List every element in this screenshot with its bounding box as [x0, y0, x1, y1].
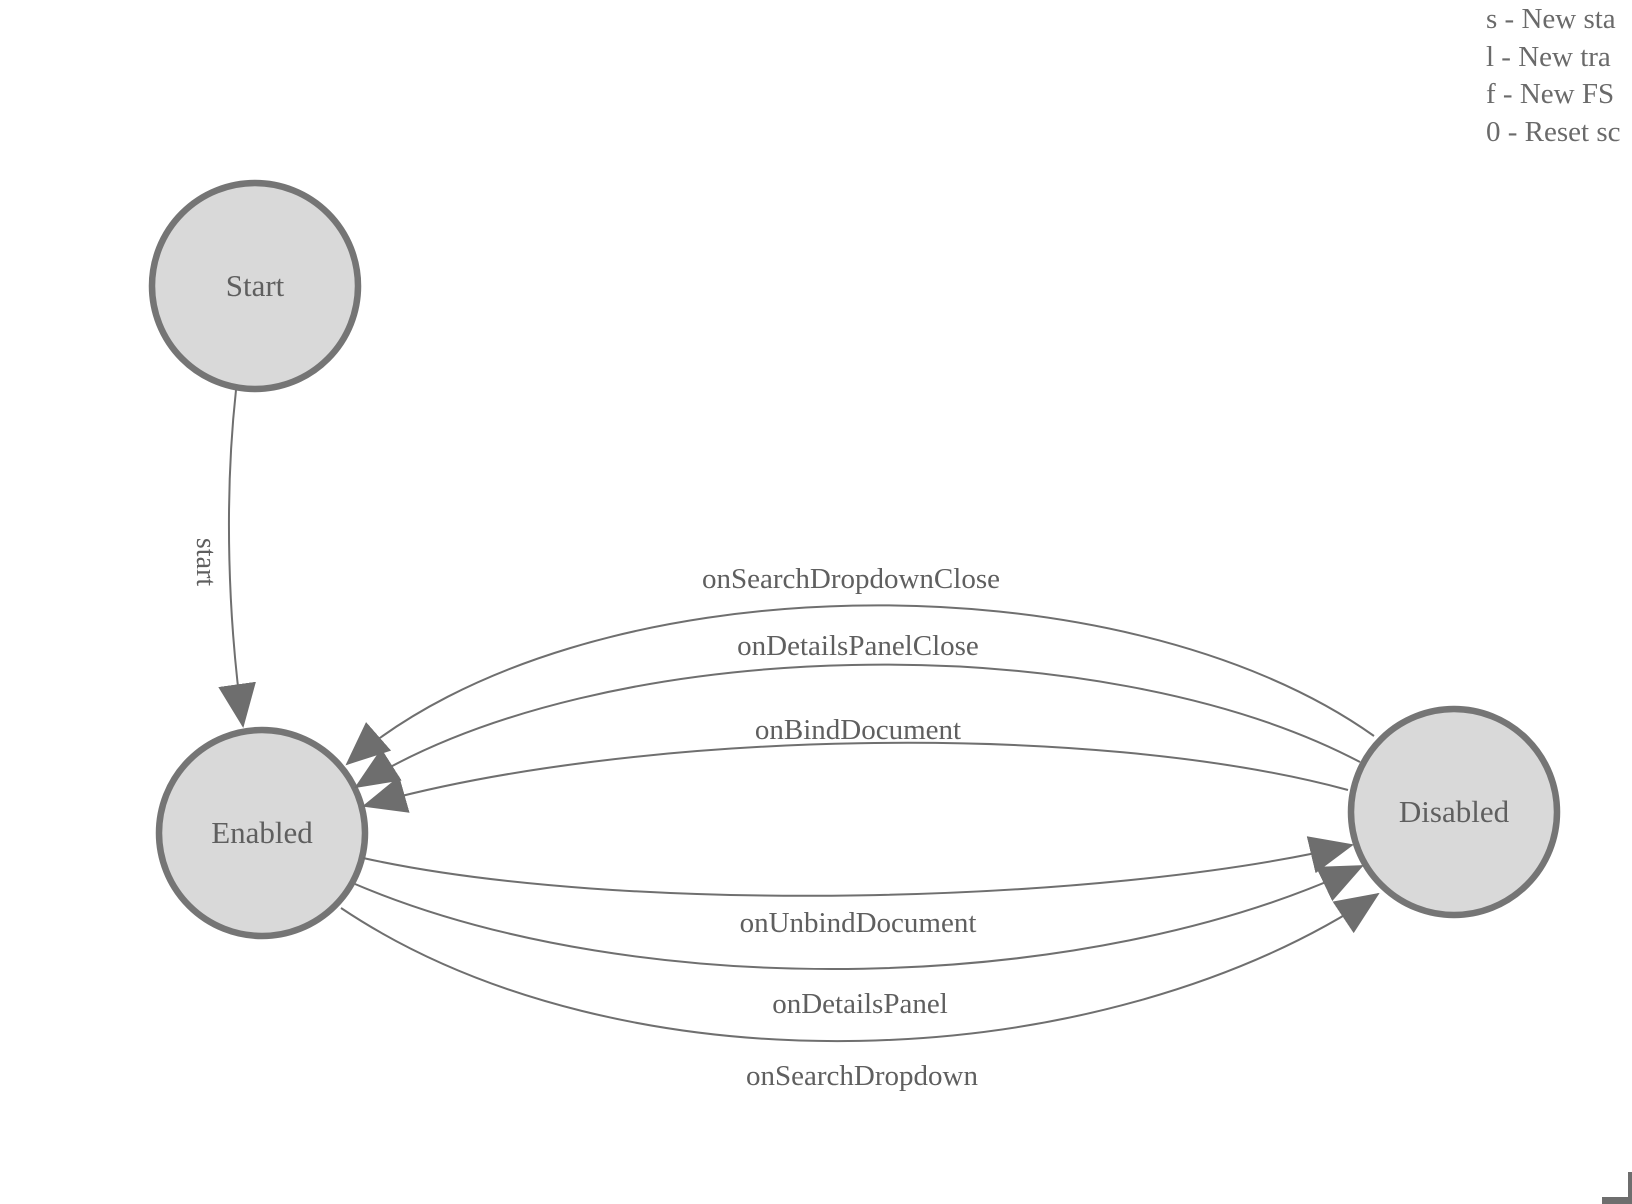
- transition-onSearchDropdown-label: onSearchDropdown: [746, 1060, 978, 1092]
- state-label-enabled: Enabled: [211, 815, 313, 850]
- transition-onDetailsPanelClose-edge[interactable]: [354, 663, 1361, 789]
- transition-onDetailsPanelClose[interactable]: onDetailsPanelClose: [354, 630, 1361, 789]
- transition-onSearchDropdown[interactable]: onSearchDropdown: [340, 892, 1380, 1092]
- shortcut-legend: s - New sta l - New tra f - New FS 0 - R…: [1486, 1, 1621, 151]
- state-circle-enabled[interactable]: [155, 726, 369, 940]
- legend-line-new-fsm: f - New FS: [1486, 78, 1615, 111]
- transition-onSearchDropdown-edge[interactable]: [340, 892, 1380, 1043]
- transition-onBindDocument[interactable]: onBindDocument: [362, 714, 1349, 813]
- transition-onUnbindDocument-label: onUnbindDocument: [740, 907, 977, 939]
- transition-onSearchDropdownClose-label: onSearchDropdownClose: [702, 563, 1000, 595]
- transition-onBindDocument-label: onBindDocument: [755, 714, 961, 746]
- transition-start[interactable]: start: [190, 389, 256, 728]
- transition-onSearchDropdownClose-edge[interactable]: [345, 604, 1375, 766]
- transition-onDetailsPanel[interactable]: onDetailsPanel: [354, 865, 1364, 1020]
- transition-start-label: start: [190, 538, 221, 586]
- transition-onBindDocument-edge[interactable]: [362, 741, 1349, 813]
- state-circle-start[interactable]: [148, 179, 362, 393]
- legend-line-new-state: s - New sta: [1486, 3, 1616, 35]
- transition-onSearchDropdownClose[interactable]: onSearchDropdownClose: [345, 563, 1375, 766]
- state-node-start[interactable]: Start: [148, 179, 362, 393]
- transition-onUnbindDocument-edge[interactable]: [362, 836, 1354, 897]
- state-node-enabled[interactable]: Enabled: [155, 726, 369, 940]
- state-node-disabled[interactable]: Disabled: [1347, 705, 1561, 919]
- transition-onDetailsPanel-label: onDetailsPanel: [772, 988, 948, 1020]
- state-label-disabled: Disabled: [1399, 794, 1510, 829]
- state-circle-disabled[interactable]: [1347, 705, 1561, 919]
- transition-onDetailsPanelClose-label: onDetailsPanelClose: [737, 630, 979, 662]
- legend-line-new-transition: l - New tra: [1486, 40, 1611, 73]
- transition-onUnbindDocument[interactable]: onUnbindDocument: [362, 836, 1354, 939]
- resize-corner-horizontal-bar: [1602, 1197, 1632, 1204]
- resize-corner-vertical-bar: [1628, 1172, 1632, 1199]
- transition-onDetailsPanel-edge[interactable]: [354, 865, 1364, 970]
- state-label-start: Start: [226, 268, 285, 303]
- transition-start-edge[interactable]: [218, 389, 256, 728]
- legend-line-reset: 0 - Reset sc: [1486, 115, 1621, 148]
